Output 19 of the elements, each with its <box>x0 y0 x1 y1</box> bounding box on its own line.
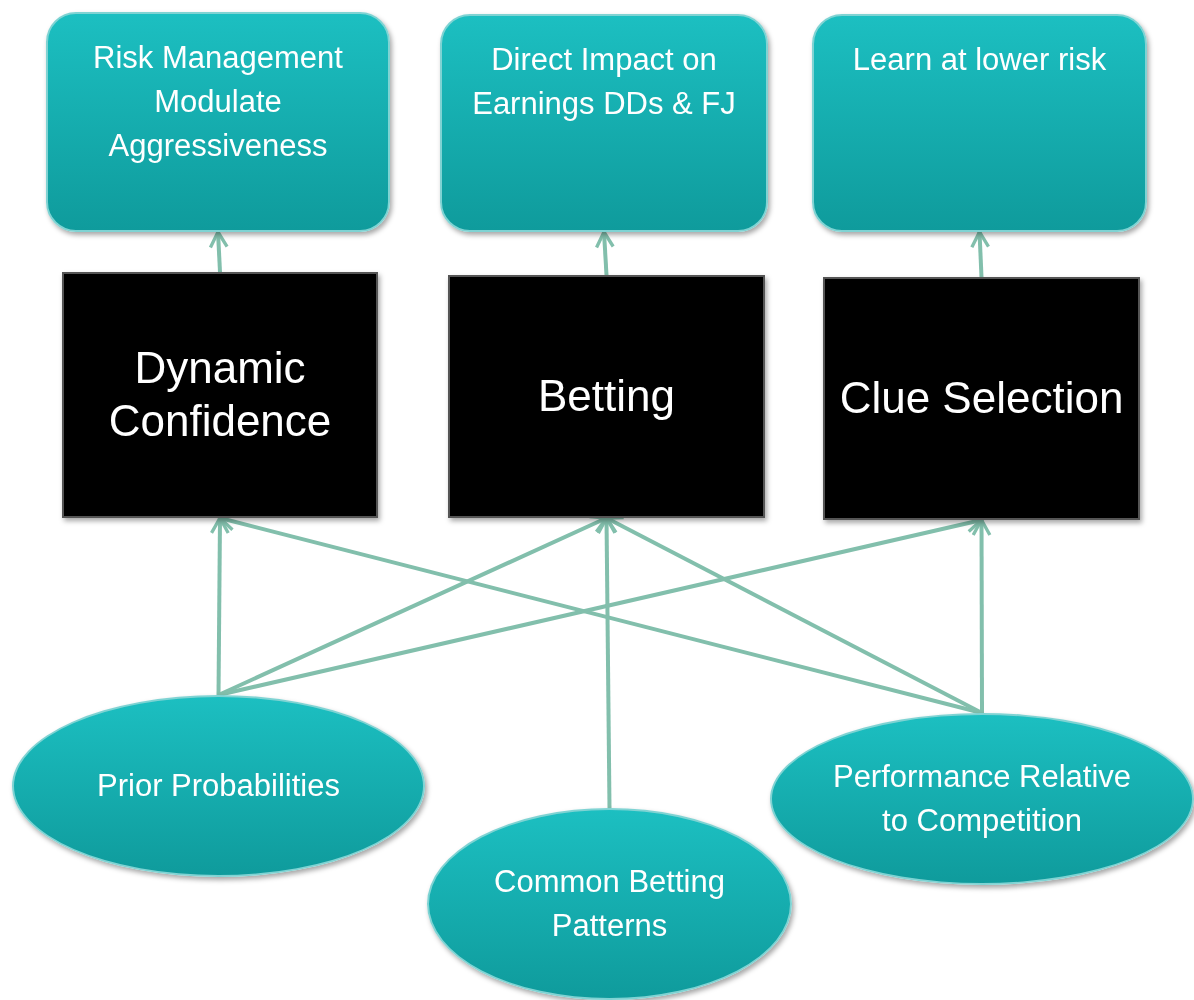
node-label: Prior Probabilities <box>97 767 340 805</box>
arrow <box>209 516 230 696</box>
outcome-box <box>46 12 390 232</box>
node-label: Common Betting Patterns <box>493 863 726 945</box>
node-label: Performance Relative to Competition <box>831 758 1133 840</box>
arrow <box>970 230 991 278</box>
process-box <box>823 277 1140 520</box>
node-label: Risk Management Modulate Aggressiveness <box>92 39 344 166</box>
outcome-box <box>812 14 1147 232</box>
node-label: Direct Impact on Earnings DDs & FJ <box>471 41 737 123</box>
node-label: Dynamic Confidence <box>107 342 333 447</box>
node-label: Clue Selection <box>839 372 1124 425</box>
outcome-box <box>440 14 768 232</box>
process-box <box>62 272 378 518</box>
node-label: Learn at lower risk <box>852 41 1107 79</box>
arrow <box>971 518 992 713</box>
process-box <box>448 275 765 518</box>
arrow <box>594 230 615 276</box>
node-label: Betting <box>538 370 675 423</box>
